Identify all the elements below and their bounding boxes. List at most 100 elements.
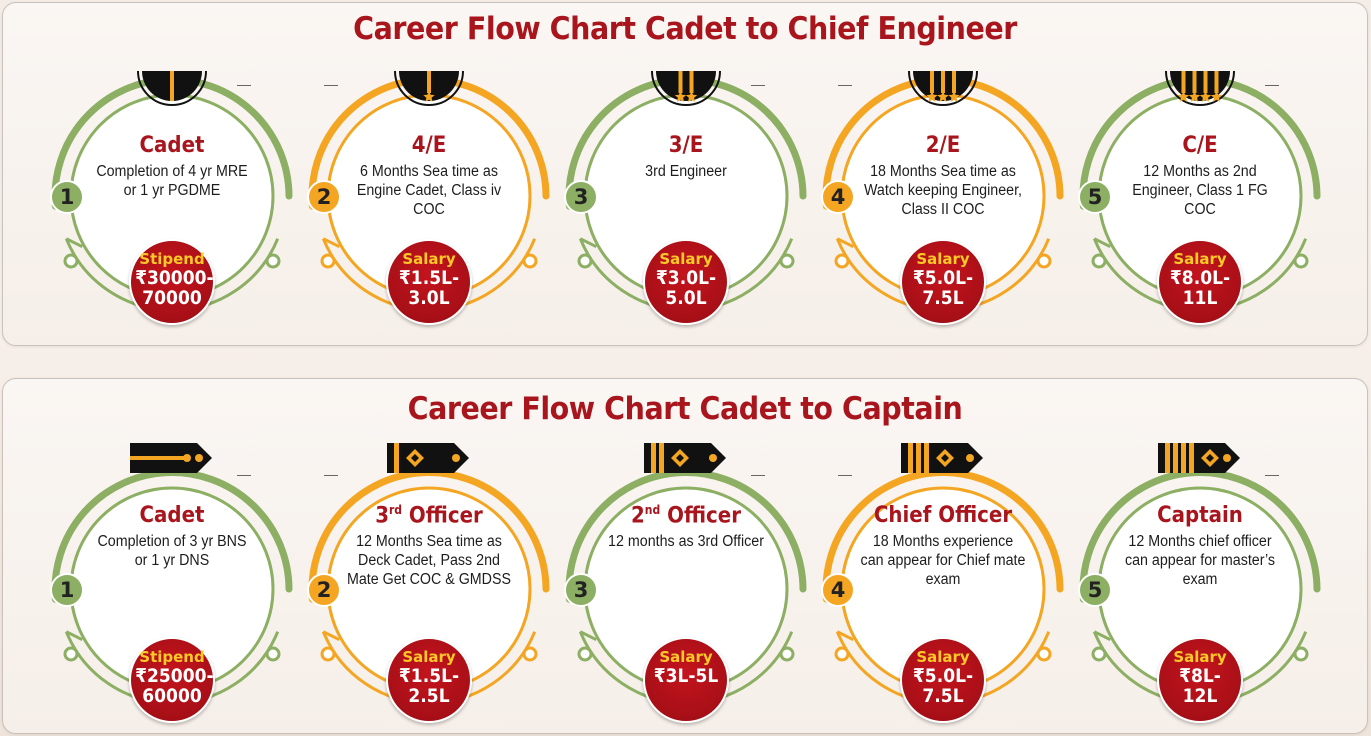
rank-requirement: Completion of 4 yr MRE or 1 yr PGDME — [96, 163, 248, 199]
rank-title: 4/E — [411, 133, 447, 158]
step-ring — [822, 469, 1064, 705]
rank-requirement: 18 Months experience can appear for Chie… — [860, 533, 1026, 588]
career-step-card: 2 3rd Officer 12 Months Sea time as Deck C… — [304, 441, 554, 731]
epaulette-4-stripe-icon — [1158, 443, 1240, 473]
rank-requirement: Completion of 3 yr BNS or 1 yr DNS — [97, 533, 247, 569]
pay-value: ₹8L-12L — [1179, 665, 1221, 707]
epaulette-3-stripe-icon — [901, 443, 983, 473]
rank-title: 2nd Officer — [574, 503, 799, 528]
rank-title: Captain — [1157, 503, 1243, 528]
decor-tick — [237, 475, 251, 476]
epaulette-0-stripe-icon — [130, 443, 212, 473]
epaulette-1-stripe-icon — [387, 443, 469, 473]
pay-badge: Salary₹3L-5L — [643, 637, 729, 723]
pay-badge: Stipend₹30000-70000 — [129, 239, 215, 325]
pay-label: Salary — [659, 648, 713, 666]
step-number-badge: 4 — [821, 180, 855, 214]
pay-badge: Salary₹3.0L-5.0L — [643, 239, 729, 325]
rank-title: 3/E — [668, 133, 704, 158]
rank-title: Chief Officer — [873, 503, 1013, 528]
career-step-card: 4 Chief Officer 18 Months experience can a… — [818, 441, 1068, 731]
rank-number: 2 — [631, 503, 645, 529]
panel-title: Career Flow Chart Cadet to Chief Enginee… — [353, 11, 1017, 47]
engineer-insignia-2-star-icon — [651, 70, 721, 106]
decor-tick — [1265, 85, 1279, 86]
pay-value: ₹1.5L-2.5L — [398, 665, 460, 707]
step-number-badge: 4 — [821, 573, 855, 607]
decor-tick — [838, 475, 852, 476]
pay-badge: Salary₹1.5L-3.0L — [386, 239, 472, 325]
pay-label: Salary — [402, 648, 456, 666]
rank-ordinal: nd — [644, 503, 661, 517]
pay-value: ₹5.0L-7.5L — [912, 665, 974, 707]
engineer-insignia-1-star-icon — [394, 70, 464, 106]
step-number-badge: 5 — [1078, 180, 1112, 214]
step-number-badge: 3 — [564, 180, 598, 214]
pay-value: ₹3L-5L — [653, 665, 719, 687]
pay-badge: Salary₹1.5L-2.5L — [386, 637, 472, 723]
epaulette-2-stripe-icon — [644, 443, 726, 473]
rank-title: Cadet — [139, 133, 205, 158]
rank-requirement: 3rd Engineer — [645, 163, 727, 180]
decor-tick — [1265, 475, 1279, 476]
decor-tick — [324, 85, 338, 86]
captain-career-panel: Career Flow Chart Cadet to Captain 1 Cade… — [2, 378, 1368, 734]
engineer-insignia-3-star-icon — [908, 70, 978, 106]
pay-value: ₹1.5L-3.0L — [398, 267, 460, 309]
step-number-badge: 5 — [1078, 573, 1112, 607]
decor-tick — [751, 85, 765, 86]
career-step-card: 5 Captain 12 Months chief officer can appe… — [1075, 441, 1325, 731]
career-step-card: 4 2/E 18 Months Sea time as Watch keeping … — [818, 70, 1068, 361]
career-step-card: 5 C/E 12 Months as 2nd Engineer, Class 1 F… — [1075, 70, 1325, 361]
engineer-insignia-4-star-icon — [1165, 70, 1235, 106]
pay-value: ₹25000-60000 — [135, 665, 214, 707]
pay-badge: Salary₹5.0L-7.5L — [900, 239, 986, 325]
step-number-badge: 2 — [307, 573, 341, 607]
rank-requirement: 12 Months Sea time as Deck Cadet, Pass 2… — [346, 533, 512, 588]
step-number-badge: 2 — [307, 180, 341, 214]
panel-title: Career Flow Chart Cadet to Captain — [407, 391, 963, 427]
rank-requirement: 12 Months chief officer can appear for m… — [1124, 533, 1276, 588]
career-step-card: 2 4/E 6 Months Sea time as Engine Cadet, C… — [304, 70, 554, 361]
rank-number: 3 — [375, 503, 389, 529]
rank-title: Cadet — [139, 503, 205, 528]
step-number-badge: 1 — [50, 573, 84, 607]
decor-tick — [237, 85, 251, 86]
step-number-badge: 3 — [564, 573, 598, 607]
pay-value: ₹30000-70000 — [135, 267, 214, 309]
rank-title: C/E — [1182, 133, 1218, 158]
pay-value: ₹5.0L-7.5L — [912, 267, 974, 309]
pay-badge: Salary₹8L-12L — [1157, 637, 1243, 723]
decor-tick — [324, 475, 338, 476]
engineer-career-panel: Career Flow Chart Cadet to Chief Enginee… — [2, 2, 1368, 346]
pay-label: Salary — [916, 648, 970, 666]
decor-tick — [838, 85, 852, 86]
engineer-insignia-0-star-icon — [137, 70, 207, 106]
pay-label: Salary — [1173, 648, 1227, 666]
step-number-badge: 1 — [50, 180, 84, 214]
rank-requirement: 18 Months Sea time as Watch keeping Engi… — [863, 163, 1023, 218]
rank-title: 2/E — [925, 133, 961, 158]
pay-label: Salary — [916, 250, 970, 268]
pay-value: ₹3.0L-5.0L — [655, 267, 717, 309]
rank-requirement: 6 Months Sea time as Engine Cadet, Class… — [356, 163, 502, 218]
pay-badge: Salary₹8.0L-11L — [1157, 239, 1243, 325]
rank-suffix: Officer — [402, 503, 483, 529]
pay-label: Salary — [659, 250, 713, 268]
pay-value: ₹8.0L-11L — [1169, 267, 1231, 309]
rank-suffix: Officer — [660, 503, 741, 529]
pay-badge: Salary₹5.0L-7.5L — [900, 637, 986, 723]
rank-title: 3rd Officer — [317, 503, 542, 528]
pay-label: Salary — [402, 250, 456, 268]
pay-label: Stipend — [139, 250, 205, 268]
pay-label: Stipend — [139, 648, 205, 666]
pay-label: Salary — [1173, 250, 1227, 268]
rank-ordinal: rd — [388, 503, 403, 517]
pay-badge: Stipend₹25000-60000 — [129, 637, 215, 723]
rank-requirement: 12 months as 3rd Officer — [608, 533, 764, 550]
rank-requirement: 12 Months as 2nd Engineer, Class 1 FG CO… — [1132, 163, 1268, 218]
